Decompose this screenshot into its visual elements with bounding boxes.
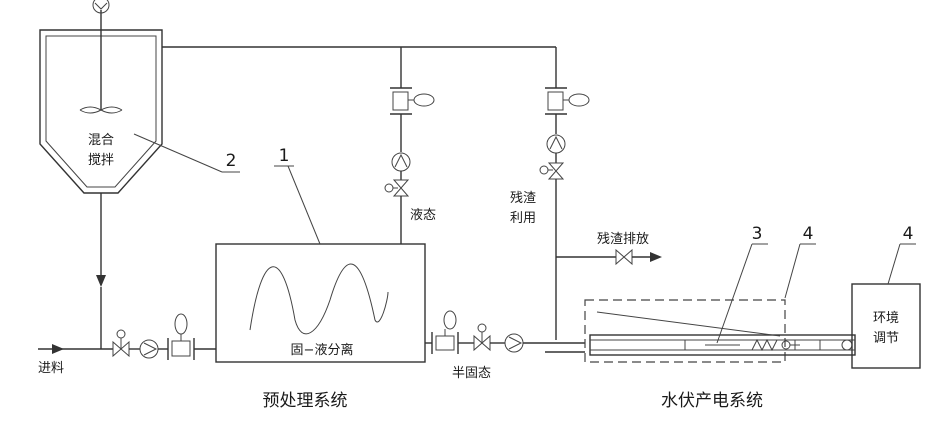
env-label-line1: 环境: [873, 311, 899, 326]
discharge-valve-icon: [616, 250, 632, 264]
residue-use-label-line1: 残渣: [510, 191, 536, 206]
callout-1: 1: [279, 146, 290, 166]
pv-dashed-enclosure: [585, 300, 785, 362]
callout-leader-4b: [888, 244, 900, 284]
residue-valve-icon: [540, 163, 563, 179]
callout-3: 3: [752, 224, 763, 244]
feed-valve-icon: [113, 330, 129, 356]
down-arrow-icon: [96, 275, 106, 287]
liquid-label: 液态: [410, 208, 436, 223]
callout-2: 2: [226, 151, 237, 171]
residue-use-label-line2: 利用: [510, 211, 536, 226]
residue-flowmeter-icon: [545, 88, 589, 114]
separation-label: 固−液分离: [291, 342, 354, 358]
feed-flowmeter-icon: [168, 314, 194, 360]
liquid-flowmeter-icon: [390, 88, 434, 114]
residue-discharge-label: 残渣排放: [597, 232, 649, 247]
feed-label: 进料: [38, 361, 64, 376]
callout-4b: 4: [903, 224, 914, 244]
semisolid-label: 半固态: [452, 366, 491, 381]
residue-pump-icon: [547, 135, 565, 153]
feed-pump-icon: [140, 340, 158, 358]
pretreatment-system-caption: 预处理系统: [263, 391, 348, 411]
semisolid-valve-icon: [474, 324, 490, 350]
liquid-pump-icon: [392, 153, 410, 171]
callout-leader-2: [134, 134, 222, 172]
pv-system-caption: 水伏产电系统: [661, 391, 763, 411]
environment-box: [852, 284, 920, 368]
discharge-arrow-icon: [650, 252, 662, 262]
pv-generation-cell: [590, 312, 855, 355]
callout-leader-4a: [785, 244, 800, 298]
callout-leader-3: [717, 244, 752, 343]
env-label-line2: 调节: [873, 331, 899, 346]
liquid-valve-icon: [385, 180, 408, 196]
semisolid-pump-icon: [505, 334, 523, 352]
feed-arrow-icon: [52, 344, 64, 354]
callout-leader-1: [288, 166, 320, 244]
mixing-label-line1: 混合: [88, 133, 114, 148]
semisolid-flowmeter-icon: [432, 311, 458, 354]
meter-icon: [842, 340, 852, 350]
callout-4a: 4: [803, 224, 814, 244]
separation-wave: [250, 264, 388, 334]
mixing-label-line2: 搅拌: [88, 152, 114, 168]
